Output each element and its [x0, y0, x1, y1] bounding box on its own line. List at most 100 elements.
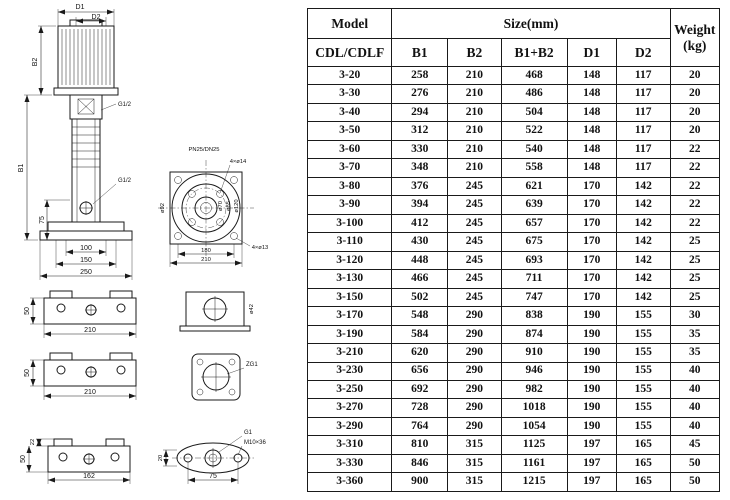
- value-cell: 290: [447, 379, 502, 400]
- value-cell: 466: [391, 269, 449, 289]
- value-cell: 165: [615, 472, 671, 492]
- value-cell: 190: [566, 361, 617, 381]
- value-cell: 675: [500, 232, 568, 252]
- thread-g1-label: G1: [244, 430, 253, 436]
- value-cell: 25: [669, 232, 720, 252]
- value-cell: 40: [669, 361, 720, 381]
- value-cell: 430: [391, 232, 449, 252]
- dim-162-label: 162: [83, 473, 95, 480]
- value-cell: 245: [447, 213, 502, 234]
- value-cell: 155: [615, 343, 671, 363]
- value-cell: 155: [615, 306, 671, 326]
- flange-dia-70-label: ø70: [218, 201, 224, 211]
- value-cell: 117: [615, 84, 671, 104]
- value-cell: 148: [566, 84, 617, 104]
- value-cell: 693: [500, 250, 568, 271]
- model-cell: 3-250: [306, 379, 393, 400]
- dim-180-label: 180: [201, 248, 211, 254]
- value-cell: 747: [500, 287, 568, 308]
- dim-50b-label: 50: [24, 369, 31, 377]
- value-cell: 25: [669, 250, 720, 271]
- value-cell: 142: [615, 176, 671, 197]
- value-cell: 142: [615, 195, 671, 215]
- value-cell: 40: [669, 398, 720, 418]
- col-header-size-group: Size(mm): [391, 8, 671, 39]
- pump-technical-drawing: D1 D2 G1/2 G1/2: [18, 4, 268, 484]
- value-cell: 40: [669, 416, 720, 437]
- model-cell: 3-120: [306, 250, 393, 271]
- value-cell: 486: [500, 84, 568, 104]
- value-cell: 315: [447, 453, 502, 474]
- value-cell: 210: [447, 102, 502, 123]
- value-cell: 40: [669, 379, 720, 400]
- value-cell: 155: [615, 379, 671, 400]
- bracket-front-view-2: 50 210: [24, 352, 137, 400]
- value-cell: 910: [500, 343, 568, 363]
- value-cell: 117: [615, 158, 671, 178]
- bracket-front-view-3: 22 50 162: [20, 438, 131, 484]
- value-cell: 639: [500, 195, 568, 215]
- flange-dia-85-label: ø85: [226, 201, 232, 211]
- weight-label-line2: (kg): [683, 37, 707, 53]
- value-cell: 210: [447, 121, 502, 141]
- col-header-model: Model: [306, 8, 393, 39]
- value-cell: 165: [615, 453, 671, 474]
- dim-d2-label: D2: [92, 14, 101, 21]
- value-cell: 165: [615, 435, 671, 455]
- value-cell: 810: [391, 435, 449, 455]
- value-cell: 117: [615, 139, 671, 160]
- model-cell: 3-30: [306, 84, 393, 104]
- col-header-d2: D2: [615, 38, 671, 67]
- value-cell: 148: [566, 102, 617, 123]
- value-cell: 1125: [500, 435, 568, 455]
- value-cell: 558: [500, 158, 568, 178]
- spec-table: Model Size(mm) Weight (kg) CDL/CDLF B1 B…: [306, 8, 720, 492]
- model-cell: 3-100: [306, 213, 393, 234]
- port-g12-upper-label: G1/2: [118, 102, 132, 108]
- value-cell: 1161: [500, 453, 568, 474]
- value-cell: 210: [447, 84, 502, 104]
- value-cell: 22: [669, 213, 720, 234]
- value-cell: 142: [615, 213, 671, 234]
- value-cell: 190: [566, 379, 617, 400]
- motor-fins: [61, 29, 111, 85]
- model-cell: 3-210: [306, 343, 393, 363]
- value-cell: 117: [615, 65, 671, 86]
- value-cell: 294: [391, 102, 449, 123]
- model-cell: 3-170: [306, 306, 393, 326]
- value-cell: 548: [391, 306, 449, 326]
- value-cell: 245: [447, 250, 502, 271]
- value-cell: 170: [566, 176, 617, 197]
- stage-lines: [72, 126, 100, 168]
- value-cell: 20: [669, 121, 720, 141]
- value-cell: 620: [391, 343, 449, 363]
- bracket-front-view-1: 50 210: [24, 290, 137, 338]
- value-cell: 584: [391, 324, 449, 345]
- value-cell: 117: [615, 121, 671, 141]
- value-cell: 148: [566, 65, 617, 86]
- value-cell: 170: [566, 250, 617, 271]
- value-cell: 448: [391, 250, 449, 271]
- oval-flange-view: G1 M10×36 20 75: [158, 430, 267, 484]
- dim-20-label: 20: [158, 455, 164, 461]
- port-g12-lower-label: G1/2: [118, 178, 132, 184]
- value-cell: 245: [447, 232, 502, 252]
- value-cell: 22: [669, 195, 720, 215]
- value-cell: 142: [615, 232, 671, 252]
- value-cell: 22: [669, 139, 720, 160]
- value-cell: 155: [615, 416, 671, 437]
- bracket-side-view-2: ZG1: [191, 353, 258, 401]
- value-cell: 540: [500, 139, 568, 160]
- value-cell: 982: [500, 379, 568, 400]
- dim-75-label: 75: [39, 216, 46, 224]
- value-cell: 190: [566, 306, 617, 326]
- value-cell: 504: [500, 102, 568, 123]
- weight-label-line1: Weight: [674, 21, 716, 37]
- value-cell: 148: [566, 121, 617, 141]
- value-cell: 20: [669, 65, 720, 86]
